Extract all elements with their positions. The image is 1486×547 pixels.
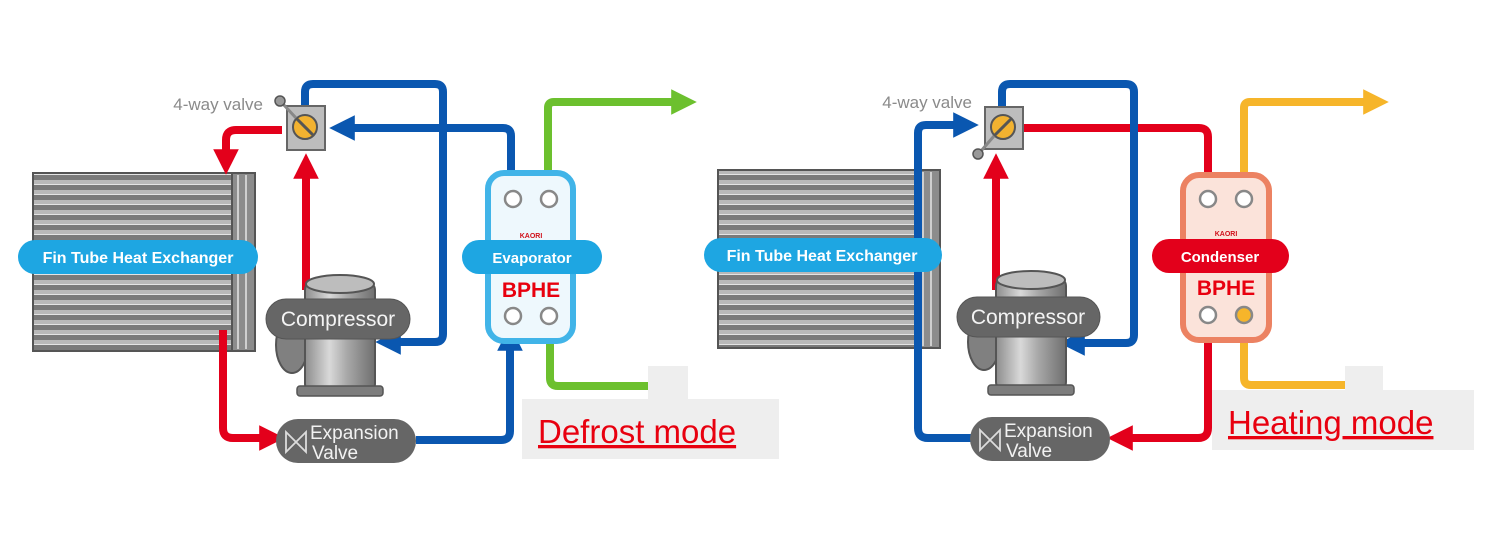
expansion-valve-label-line2: Valve <box>312 443 358 464</box>
four-way-valve-label: 4-way valve <box>882 93 972 112</box>
fin-tube-label-pill <box>18 240 258 274</box>
bphe-role-label: Condenser <box>1181 249 1260 266</box>
mode-label: Defrost mode <box>538 413 736 450</box>
bphe-brand-label: KAORI <box>1215 231 1238 238</box>
bphe-role-label: Evaporator <box>492 250 571 267</box>
bphe-label: BPHE <box>502 279 560 302</box>
bphe-brand-label: KAORI <box>520 233 543 240</box>
compressor-label: Compressor <box>971 306 1085 329</box>
expansion-valve-label-line1: Expansion <box>1004 421 1093 442</box>
four-way-valve <box>274 95 326 151</box>
water-line <box>544 89 697 390</box>
expansion-valve-label-line1: Expansion <box>310 423 399 444</box>
expansion-valve-label-line2: Valve <box>1006 441 1052 462</box>
mode-label-box-notch <box>1345 366 1383 394</box>
mode-label-box <box>522 399 779 459</box>
mode-label-box-notch <box>648 366 688 402</box>
fin-tube-label: Fin Tube Heat Exchanger <box>727 248 918 265</box>
refrigerant-lines <box>213 80 523 451</box>
bphe-role-pill <box>462 240 602 274</box>
refrigerant-lines <box>914 80 1221 451</box>
mode-label: Heating mode <box>1228 404 1433 441</box>
compressor <box>265 274 411 397</box>
expansion-valve <box>276 419 416 463</box>
fin-tube-label-pill <box>704 238 942 272</box>
defrost-diagram: 4-way valve Compressor Expansion Valve K… <box>18 80 779 464</box>
expansion-valve <box>970 417 1110 461</box>
bphe-role-pill <box>1152 239 1289 273</box>
bphe-label: BPHE <box>1197 277 1255 300</box>
compressor <box>956 270 1101 396</box>
compressor-label: Compressor <box>281 308 395 331</box>
mode-label-box <box>1212 390 1474 450</box>
four-way-valve <box>972 106 1024 160</box>
four-way-valve-label: 4-way valve <box>173 95 263 114</box>
heating-diagram: 4-way valve Compressor Expansion Valve K… <box>704 80 1474 462</box>
fin-tube-label: Fin Tube Heat Exchanger <box>43 250 234 267</box>
water-line <box>1240 89 1389 389</box>
